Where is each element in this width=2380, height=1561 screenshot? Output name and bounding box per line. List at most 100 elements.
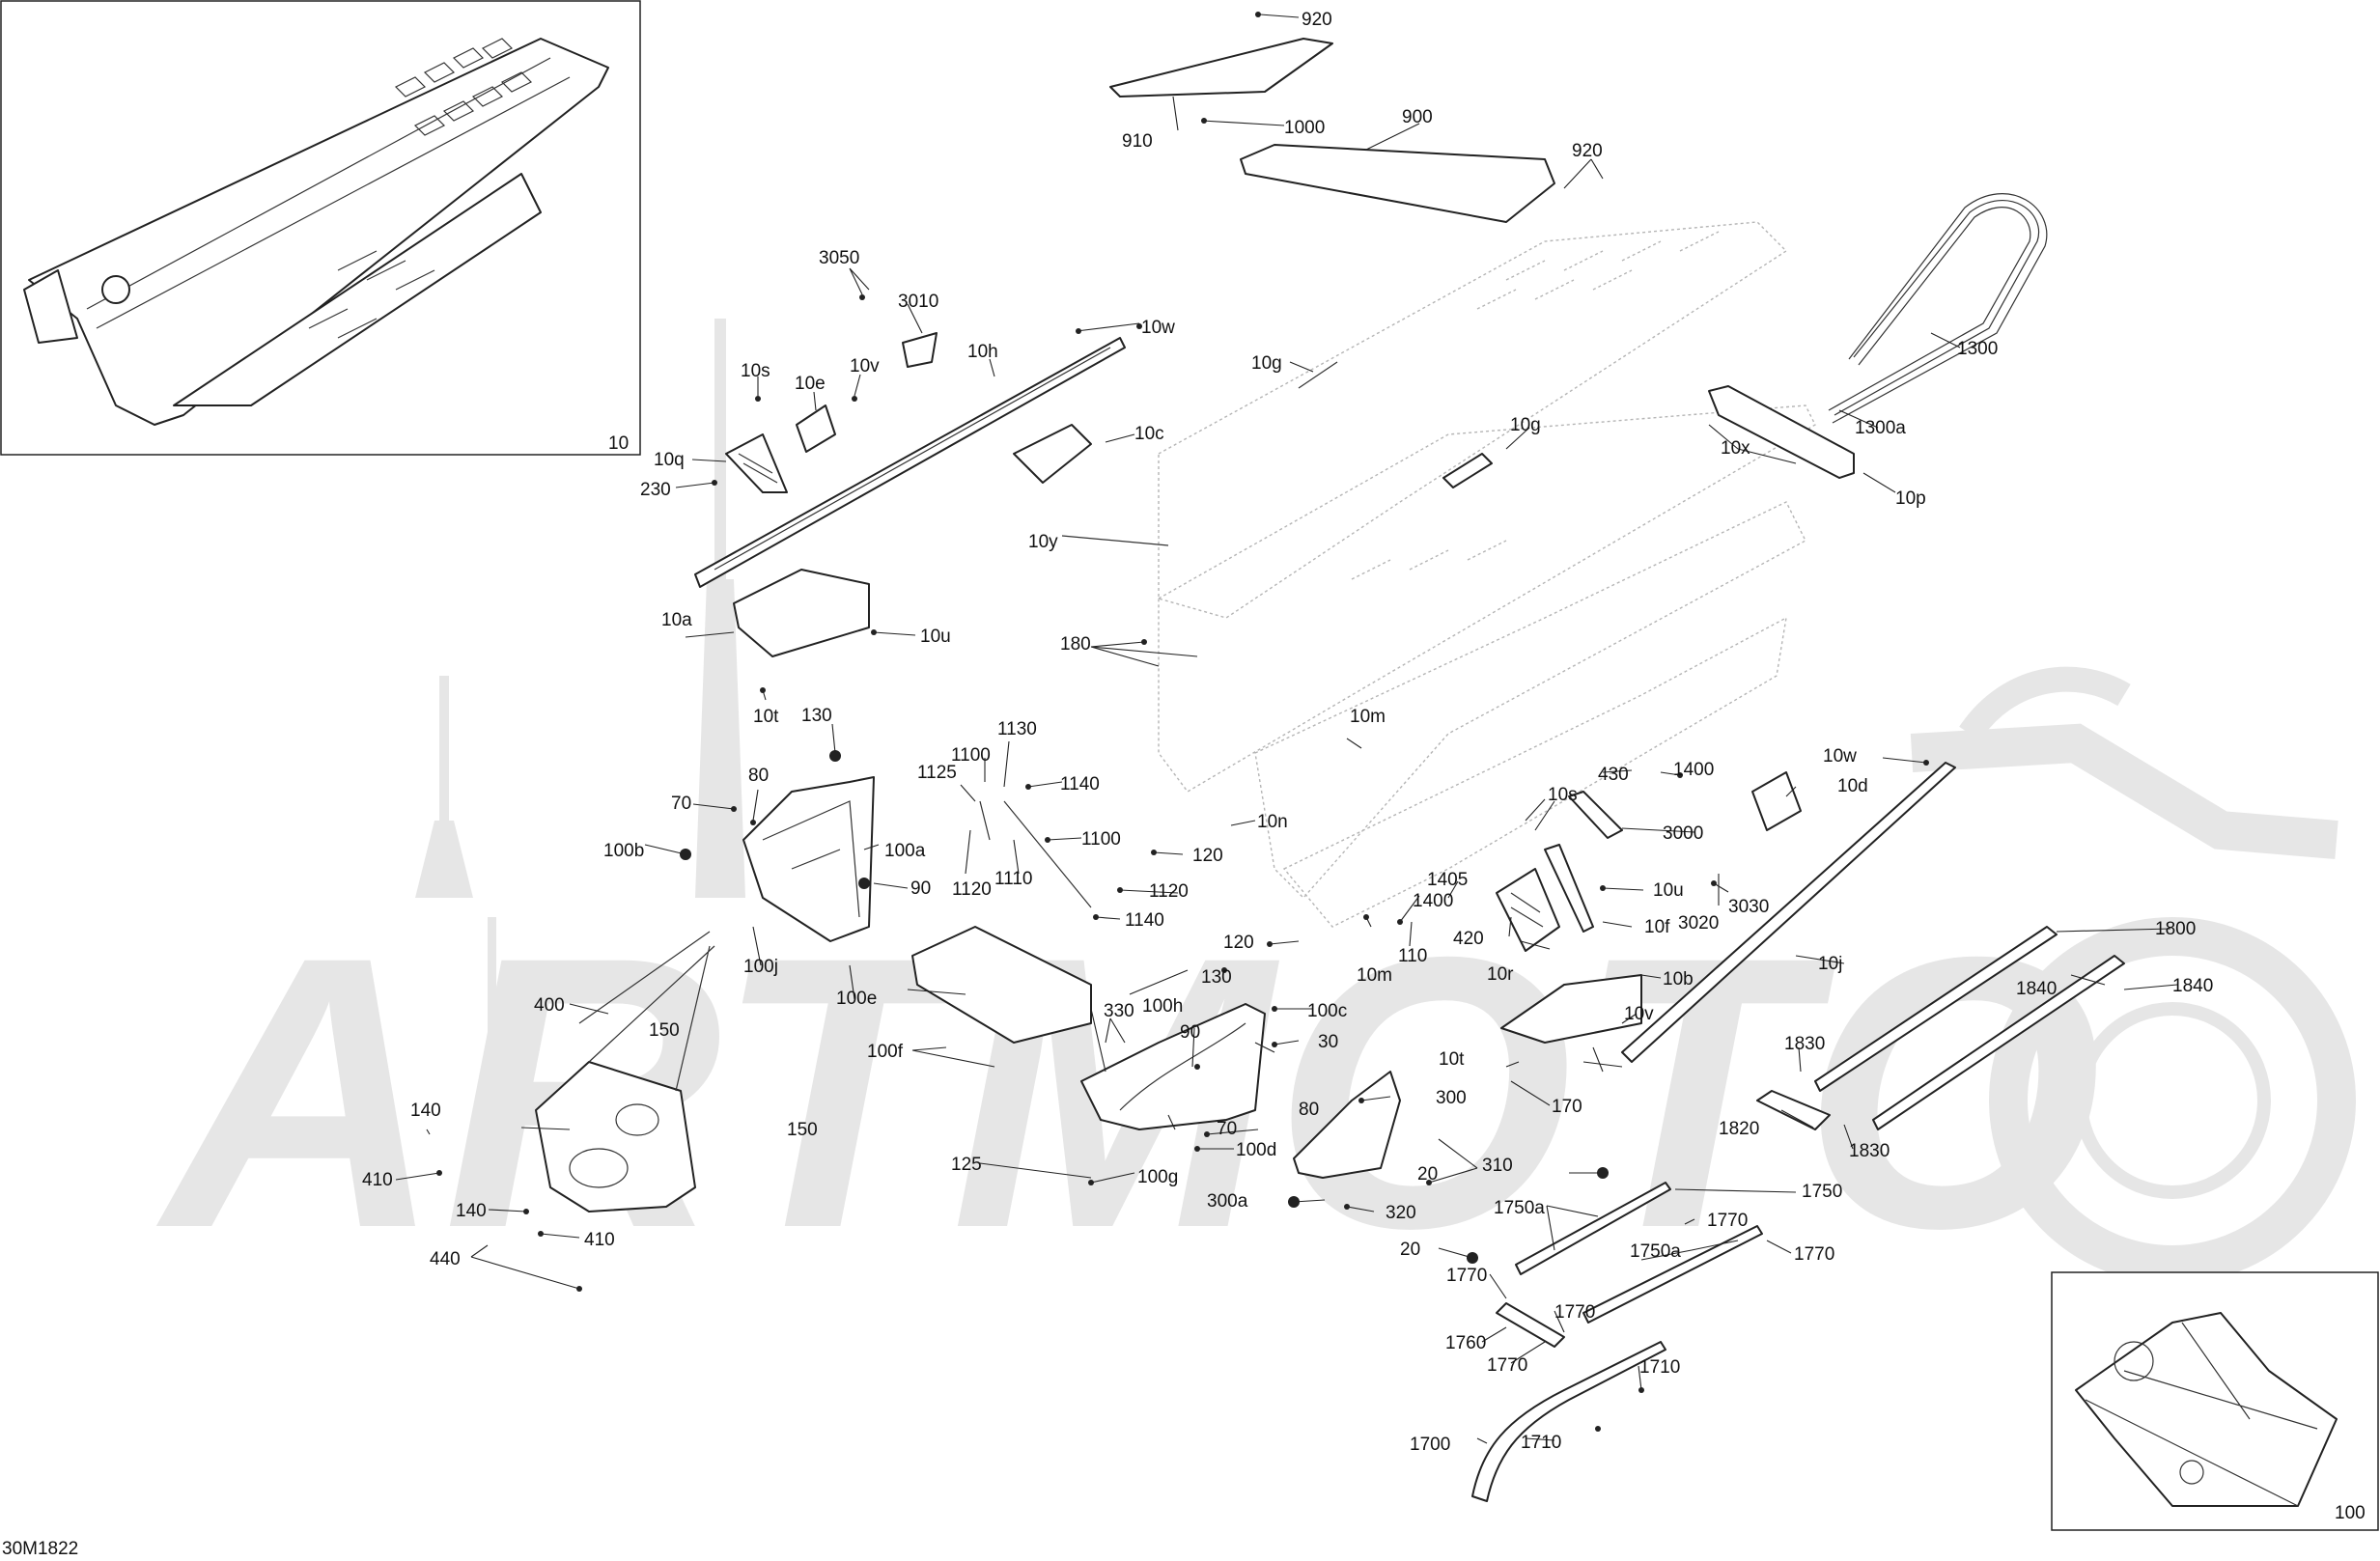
callout-100h: 100h (1142, 996, 1183, 1017)
callout-1300: 1300 (1957, 339, 1998, 359)
callout-1120-b: 1120 (1149, 881, 1189, 902)
part-10x (1708, 385, 1855, 479)
callout-3020: 3020 (1678, 913, 1719, 934)
part-10a (733, 569, 870, 657)
diagram-code: 30M1822 (2, 1539, 78, 1559)
part-1800-b (1872, 955, 2125, 1130)
callout-140-a: 140 (410, 1101, 441, 1121)
callout-70-mid: 70 (1217, 1119, 1237, 1139)
callout-1710-a: 1710 (1639, 1357, 1680, 1378)
callout-170: 170 (1552, 1097, 1582, 1117)
callout-10x: 10x (1721, 438, 1750, 459)
callout-300: 300 (1436, 1088, 1467, 1108)
callout-10p: 10p (1895, 488, 1926, 509)
callout-10u-mid: 10u (1653, 880, 1684, 901)
callout-430: 430 (1598, 765, 1629, 785)
callout-10w-top: 10w (1141, 318, 1175, 338)
callout-1830-b: 1830 (1849, 1141, 1890, 1161)
callout-400: 400 (534, 995, 565, 1016)
callout-20-b: 20 (1400, 1240, 1420, 1260)
callout-1140-a: 1140 (1060, 774, 1100, 794)
callout-10r: 10r (1487, 964, 1514, 985)
callout-330: 330 (1104, 1001, 1134, 1021)
callout-3030: 3030 (1728, 897, 1769, 917)
part-10e (796, 404, 836, 453)
callout-1760: 1760 (1445, 1333, 1486, 1353)
part-100a (742, 776, 875, 942)
callout-100g: 100g (1137, 1167, 1178, 1187)
part-10g-b (1442, 453, 1493, 488)
callout-10d: 10d (1837, 776, 1868, 796)
callout-1750a-b: 1750a (1630, 1241, 1681, 1262)
callout-10g-a: 10g (1251, 353, 1282, 374)
callout-90-b: 90 (1180, 1022, 1200, 1043)
part-1760 (1496, 1302, 1565, 1348)
part-400 (535, 1061, 696, 1213)
parts (535, 38, 2125, 1502)
callout-1770-c: 1770 (1446, 1266, 1487, 1286)
callout-10t-mid: 10t (1439, 1049, 1465, 1070)
callout-1300a: 1300a (1855, 418, 1906, 438)
callout-1770-a: 1770 (1707, 1211, 1748, 1231)
callout-900: 900 (1402, 107, 1433, 127)
watermark-skyline (415, 319, 745, 1081)
callout-1130: 1130 (997, 719, 1037, 739)
callout-1700: 1700 (1410, 1435, 1450, 1455)
part-10r (1496, 868, 1560, 952)
callout-10s-mid: 10s (1548, 785, 1578, 805)
callout-910: 910 (1122, 131, 1153, 152)
callout-1770-b: 1770 (1794, 1244, 1834, 1265)
callout-1770-e: 1770 (1487, 1355, 1527, 1376)
callout-10m-mid: 10m (1357, 965, 1392, 986)
callout-1100-b: 1100 (1081, 829, 1121, 850)
callout-420: 420 (1453, 929, 1484, 949)
callout-300a: 300a (1207, 1191, 1248, 1212)
callout-1140-b: 1140 (1125, 910, 1164, 931)
callout-1800: 1800 (2155, 919, 2196, 939)
callout-100d: 100d (1236, 1140, 1276, 1160)
callout-10h: 10h (967, 342, 998, 362)
part-1100 (1003, 800, 1092, 908)
callout-labels: 920 910 1000 900 920 3050 3010 10w 10h 1… (362, 10, 2213, 1455)
callout-10y: 10y (1028, 532, 1058, 552)
part-900 (1240, 144, 1555, 223)
part-3000 (1568, 791, 1623, 839)
part-1820 (1756, 1090, 1831, 1130)
watermark-motorcycle (1910, 666, 2356, 1284)
callout-1840-a: 1840 (2016, 979, 2057, 999)
callout-140-b: 140 (456, 1201, 487, 1221)
callout-1750a-a: 1750a (1494, 1198, 1545, 1218)
callout-150-b: 150 (787, 1120, 818, 1140)
callout-10g-b: 10g (1510, 415, 1541, 435)
inset-main: 10 (0, 0, 641, 456)
callout-10u-top: 10u (920, 627, 951, 647)
callout-3050: 3050 (819, 248, 859, 268)
callout-3000: 3000 (1663, 823, 1703, 844)
part-10y (1061, 535, 1169, 546)
callout-80-mid: 80 (1299, 1100, 1319, 1120)
callout-120-b: 120 (1223, 933, 1254, 953)
callout-10w-mid: 10w (1823, 746, 1857, 767)
callout-100b: 100b (603, 841, 644, 861)
callout-1000: 1000 (1284, 118, 1325, 138)
fastener-dots (436, 12, 1929, 1432)
callout-100f: 100f (867, 1042, 904, 1062)
part-10d (1751, 771, 1802, 831)
callout-1820: 1820 (1719, 1119, 1759, 1139)
callout-110: 110 (1398, 946, 1427, 966)
part-1700 (1471, 1341, 1666, 1502)
part-1750-b (1582, 1225, 1763, 1324)
part-3010 (902, 332, 938, 368)
part-100e (911, 926, 1092, 1044)
callout-1110: 1110 (994, 869, 1032, 889)
callout-100c: 100c (1307, 1001, 1347, 1021)
callout-1840-b: 1840 (2172, 976, 2213, 996)
callout-125: 125 (951, 1155, 982, 1175)
callout-1750-a: 1750 (1802, 1182, 1842, 1202)
callout-1120-a: 1120 (952, 879, 992, 900)
callout-30: 30 (1318, 1032, 1338, 1052)
callout-10q: 10q (654, 450, 685, 470)
part-300 (1293, 1071, 1401, 1179)
callout-230: 230 (640, 480, 671, 500)
